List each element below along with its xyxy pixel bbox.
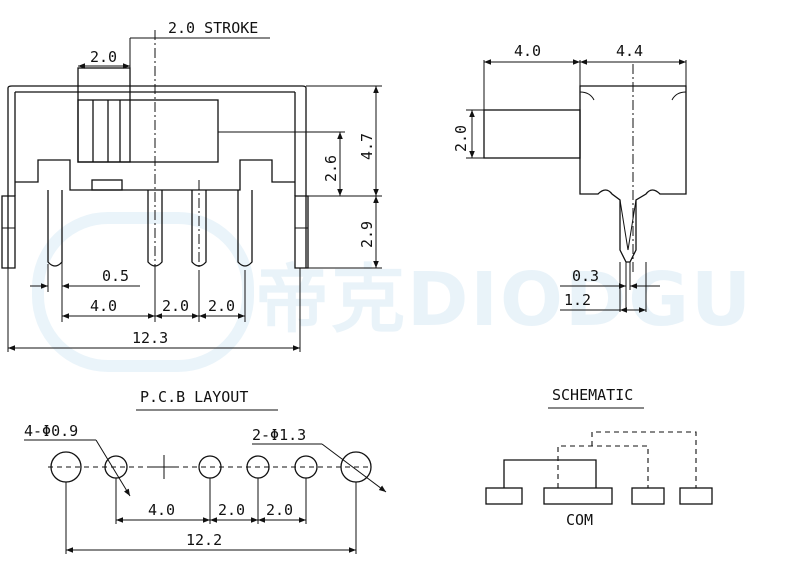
pcb-hole-small: 4-Φ0.9 — [24, 422, 78, 440]
dim-body-height: 2.6 — [322, 155, 340, 182]
side-view: 4.0 4.4 2.0 0.3 1.2 — [452, 42, 687, 313]
schematic-title: SCHEMATIC — [552, 386, 633, 404]
dim-actuator-length: 4.0 — [514, 42, 541, 60]
schematic-com-label: COM — [566, 511, 593, 529]
dim-pin-length: 2.9 — [358, 221, 376, 248]
dim-height-total: 4.7 — [358, 133, 376, 160]
dim-pitch-2b: 2.0 — [208, 297, 235, 315]
dim-actuator-height: 2.0 — [452, 125, 470, 152]
pcb-pitch-4: 4.0 — [148, 501, 175, 519]
dim-stroke: 2.0 STROKE — [168, 19, 258, 37]
pcb-hole-large: 2-Φ1.3 — [252, 426, 306, 444]
pcb-overall: 12.2 — [186, 531, 222, 549]
pcb-title: P.C.B LAYOUT — [140, 388, 248, 406]
dim-pin-width: 0.5 — [102, 267, 129, 285]
schematic: SCHEMATIC COM — [485, 386, 713, 529]
pcb-layout: P.C.B LAYOUT 4-Φ0.9 2-Φ1.3 4.0 2.0 2.0 1… — [24, 388, 387, 554]
dim-pin-thickness: 0.3 — [572, 267, 599, 285]
dim-knob-width: 2.0 — [90, 48, 117, 66]
watermark-text: 帝克DIODGU — [255, 257, 753, 343]
watermark: 帝克DIODGU — [32, 212, 753, 372]
dim-pitch-2a: 2.0 — [162, 297, 189, 315]
dim-overall-width: 12.3 — [132, 329, 168, 347]
pcb-pitch-2a: 2.0 — [218, 501, 245, 519]
pcb-pitch-2b: 2.0 — [266, 501, 293, 519]
dim-pin-span: 1.2 — [564, 291, 591, 309]
dim-pitch-4: 4.0 — [90, 297, 117, 315]
front-view: 2.0 STROKE 2.0 4.7 2.6 2.9 0.5 4.0 2.0 2… — [1, 19, 382, 352]
dim-body-depth: 4.4 — [616, 42, 643, 60]
